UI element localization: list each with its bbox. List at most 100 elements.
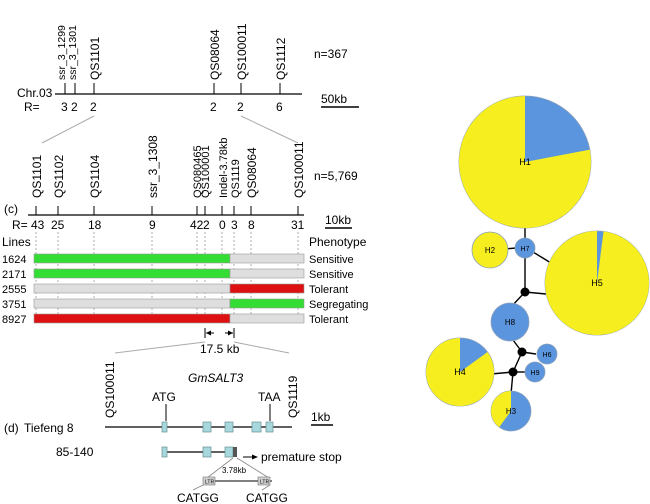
phenotype-header: Phenotype [309,235,367,249]
scale-label: 50kb [321,92,347,106]
haplotype-label: H6 [543,352,552,359]
genotype-segment [33,268,231,279]
marker-label: QS1104 [88,155,102,198]
genotype-segment [33,313,231,324]
exon [265,421,274,433]
phenotype-label: Tolerant [309,314,348,326]
r-value: 3 [231,218,238,232]
r-label: R= [12,218,28,232]
exon [202,446,212,458]
marker-label: QS1102 [52,155,66,198]
marker-label: QS100011 [292,141,306,198]
marker-label: QS08064 [245,147,259,198]
n-label: n=367 [314,47,348,61]
marker-label: QS080465 [192,145,204,198]
r-value: 9 [149,218,156,232]
phenotype-label: Tolerant [309,284,348,296]
line-id: 1624 [2,254,26,266]
median-vector-node [508,367,518,377]
network-edge [532,251,552,264]
haplotype-label: H7 [521,246,530,253]
marker-label: QS1119 [286,375,300,418]
arrow-head [252,454,258,460]
marker-label: QS1101 [88,37,102,80]
lines-header: Lines [2,235,31,249]
phenotype-label: Sensitive [309,254,354,266]
insertion-expansion [236,457,270,479]
stop-label: premature stop [261,450,342,464]
ltr-box [202,476,216,486]
gene-name: GmSALT3 [188,371,243,385]
r-value: 2 [210,100,217,114]
exon [202,421,212,433]
haplotype-slice-yellow [459,96,591,229]
haplotype-node-h2 [471,231,509,269]
r-value: 18 [88,218,102,232]
genotype-segment [33,283,231,294]
genotype-bars [33,253,305,324]
genotype-segment [229,253,305,264]
marker-label: QS1119 [230,159,242,198]
r-value: 2 [237,100,244,114]
exon [161,421,168,433]
r-label: R= [24,100,40,114]
marker-label: QS100011 [103,361,117,418]
allele-label: Tiefeng 8 [24,421,74,435]
haplotype-label: H8 [505,318,516,327]
line-id: 8927 [2,314,26,326]
haplotype-node-h9 [524,361,546,383]
motif-label: CATGG [177,491,219,504]
zoom-line [233,341,290,354]
r-value: 3 [61,100,68,114]
arrow-head [228,330,233,336]
line-id: 2555 [2,284,26,296]
phenotype-label: Segregating [309,299,368,311]
marker-label: QS100001 [200,145,212,198]
median-vector-node [517,347,527,357]
panel-letter: (c) [4,202,18,216]
insertion-size: 3.78kb [222,466,247,475]
marker-label: ssr_3_1299 [56,25,68,80]
haplotype-node-h7 [514,237,536,259]
r-value: 43 [31,218,45,232]
r-value: 2 [203,218,210,232]
zoom-line [240,115,299,144]
marker-label: ssr_3_1301 [67,25,79,80]
scale-label: 10kb [325,213,351,227]
line-id: 2171 [2,269,26,281]
zoom-line [41,115,95,144]
r-value: 31 [291,218,305,232]
insertion-expansion [206,457,234,479]
genotype-segment [33,253,231,264]
marker-label: QS100011 [235,23,249,80]
genotype-segment [229,298,305,309]
marker-label: QS08064 [208,29,222,80]
genotype-segment [229,283,305,294]
panel-a: ssr_3_1299 ssr_3_1301 QS1101 QS08064 QS1… [17,23,359,114]
panel-c: QS1101 QS1102 QS1104 ssr_3_1308 QS080465… [2,135,368,356]
haplotype-label: H5 [591,278,603,288]
n-label: n=5,769 [314,169,358,183]
insertion-block [233,447,237,457]
phenotype-label: Sensitive [309,269,354,281]
ltr-label: LTR [205,480,214,486]
zoom-line [114,341,206,354]
motif-line [192,484,204,491]
arrow-head [206,330,211,336]
haplotype-label: H9 [531,370,540,377]
marker-label: ssr_3_1308 [146,135,160,198]
chromosome-label: Chr.03 [17,86,53,100]
haplotype-slice-yellow [426,338,495,406]
panel-d: GmSALT3 QS100011 QS1119 ATG TAA (d) Tief… [4,361,342,504]
exon [161,446,168,458]
haplotype-node-h8 [490,302,530,342]
exon [251,421,262,433]
ltr-label: LTR [260,480,269,486]
ltr-box [257,476,271,486]
marker-label: Indel-3.78kb [218,137,230,198]
genotype-segment [229,268,305,279]
scale-label: 1kb [311,410,331,424]
exon [224,446,234,458]
